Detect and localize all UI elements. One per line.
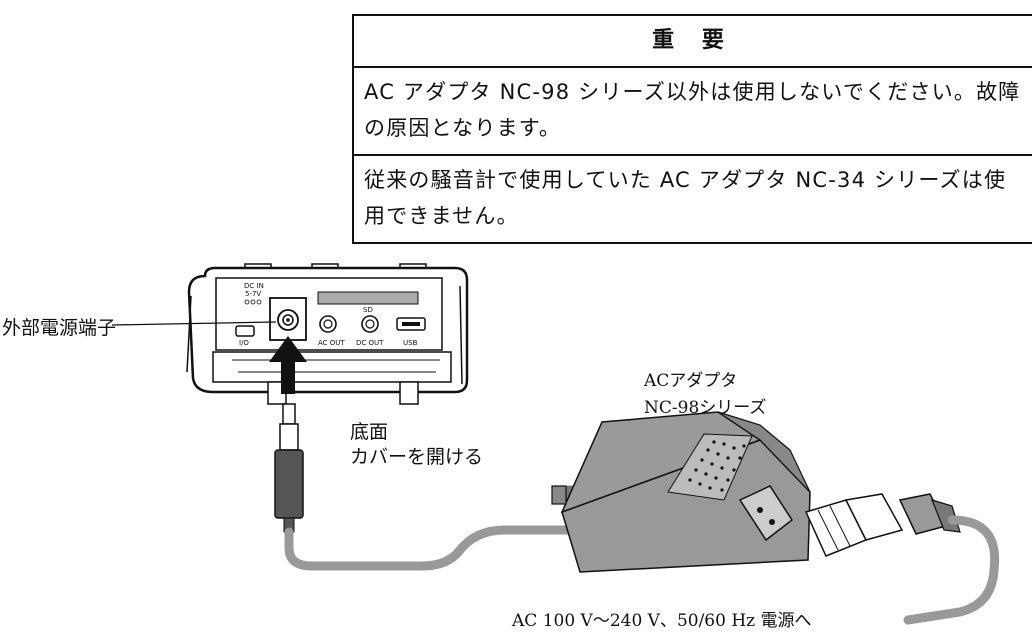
ac-adapter-label: ACアダプタ NC-98シリーズ (644, 368, 766, 422)
adapter-line2: NC-98シリーズ (644, 398, 767, 418)
bottom-cover-line1: 底面 (350, 421, 389, 443)
dc-out-label: DC OUT (356, 339, 384, 347)
ac-power-label: AC 100 V～240 V、50/60 Hz 電源へ (512, 611, 812, 631)
external-power-terminal-label: 外部電源端子 (2, 317, 117, 339)
dc-cable (284, 525, 585, 571)
notice-row-adapter-only: AC アダプタ NC-98 シリーズ以外は使用しないでください。故障の原因となり… (364, 80, 1021, 140)
sd-label: SD (363, 306, 373, 314)
terminal-leader-line (111, 321, 277, 326)
ac-power-cable (903, 515, 1000, 625)
ac-out-label: AC OUT (318, 339, 345, 347)
usb-label: USB (403, 339, 418, 347)
ac-adapter (551, 411, 811, 573)
device-bottom-view: DC IN 5-7V I/O SD AC OUT DC OUT USB (186, 263, 469, 405)
io-label: I/O (239, 339, 249, 347)
ac-power-plug (804, 493, 961, 557)
dc-in-label: DC IN (244, 282, 264, 290)
bottom-cover-line2: カバーを開ける (350, 446, 484, 468)
insert-arrow-icon (269, 336, 307, 394)
voltage-label: 5-7V (245, 290, 261, 298)
important-notice: 重 要 AC アダプタ NC-98 シリーズ以外は使用しないでください。故障の原… (352, 14, 1032, 244)
open-bottom-cover-label: 底面 カバーを開ける (350, 420, 483, 470)
notice-title: 重 要 (354, 16, 1032, 68)
adapter-line1: ACアダプタ (644, 371, 738, 391)
notice-row-nc34-unsupported: 従来の騒音計で使用していた AC アダプタ NC-34 シリーズは使用できません… (354, 154, 1032, 242)
dc-plug (274, 403, 304, 533)
